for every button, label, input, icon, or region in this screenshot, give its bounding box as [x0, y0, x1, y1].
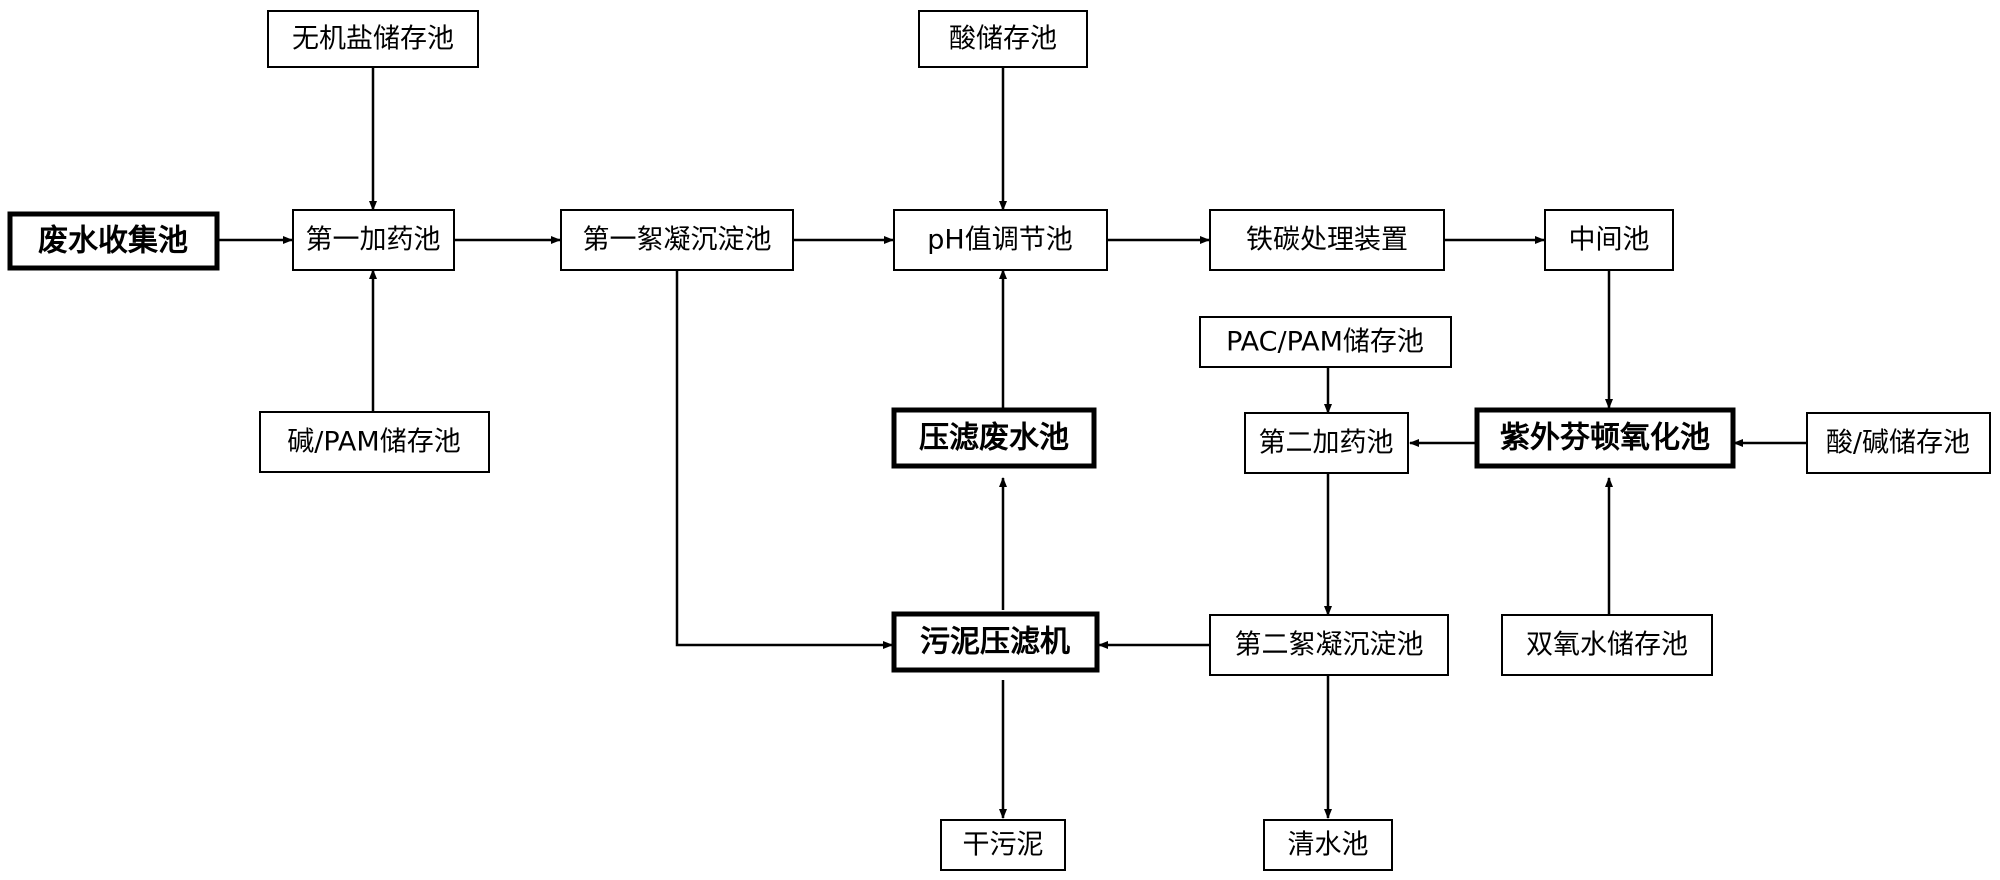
node-ph-adjust: pH值调节池	[893, 209, 1108, 271]
node-sludge-press: 污泥压滤机	[891, 611, 1100, 673]
node-h2o2-storage: 双氧水储存池	[1501, 614, 1713, 676]
node-label: 第二加药池	[1259, 428, 1394, 459]
node-label: 第一加药池	[306, 225, 441, 256]
node-label: 干污泥	[963, 830, 1044, 861]
node-label: PAC/PAM储存池	[1226, 327, 1424, 358]
node-label: 第二絮凝沉淀池	[1235, 630, 1424, 661]
node-second-dosing: 第二加药池	[1244, 412, 1409, 474]
node-filtrate-tank: 压滤废水池	[891, 407, 1097, 469]
node-label: 污泥压滤机	[920, 625, 1070, 660]
node-label: 废水收集池	[38, 224, 188, 259]
node-label: 酸/碱储存池	[1826, 428, 1970, 459]
node-uv-fenton: 紫外芬顿氧化池	[1474, 407, 1736, 469]
node-intermediate: 中间池	[1544, 209, 1674, 271]
node-clear-water: 清水池	[1263, 819, 1393, 871]
node-label: 第一絮凝沉淀池	[583, 225, 772, 256]
node-label: 紫外芬顿氧化池	[1500, 421, 1710, 456]
node-second-flocculation: 第二絮凝沉淀池	[1209, 614, 1449, 676]
node-inorganic-salt-storage: 无机盐储存池	[267, 10, 479, 68]
arrow-first-flocculation-to-sludge-press	[675, 270, 893, 649]
node-label: 酸储存池	[949, 24, 1057, 55]
node-first-flocculation: 第一絮凝沉淀池	[560, 209, 794, 271]
node-label: 铁碳处理装置	[1246, 225, 1408, 256]
node-first-dosing: 第一加药池	[292, 209, 455, 271]
node-iron-carbon: 铁碳处理装置	[1209, 209, 1445, 271]
node-label: 双氧水储存池	[1526, 630, 1688, 661]
flow-connectors	[219, 67, 1806, 819]
node-acid-storage: 酸储存池	[918, 10, 1088, 68]
node-wastewater-collection: 废水收集池	[7, 211, 220, 271]
node-acid-alkali-storage: 酸/碱储存池	[1806, 412, 1991, 474]
node-label: pH值调节池	[927, 225, 1072, 256]
node-alkali-pam-storage: 碱/PAM储存池	[259, 411, 490, 473]
node-label: 清水池	[1288, 830, 1369, 861]
node-label: 碱/PAM储存池	[287, 427, 460, 458]
node-label: 中间池	[1569, 225, 1650, 256]
node-dry-sludge: 干污泥	[940, 819, 1066, 871]
node-pac-pam-storage: PAC/PAM储存池	[1199, 316, 1452, 368]
node-label: 无机盐储存池	[292, 24, 454, 55]
node-label: 压滤废水池	[919, 421, 1069, 456]
